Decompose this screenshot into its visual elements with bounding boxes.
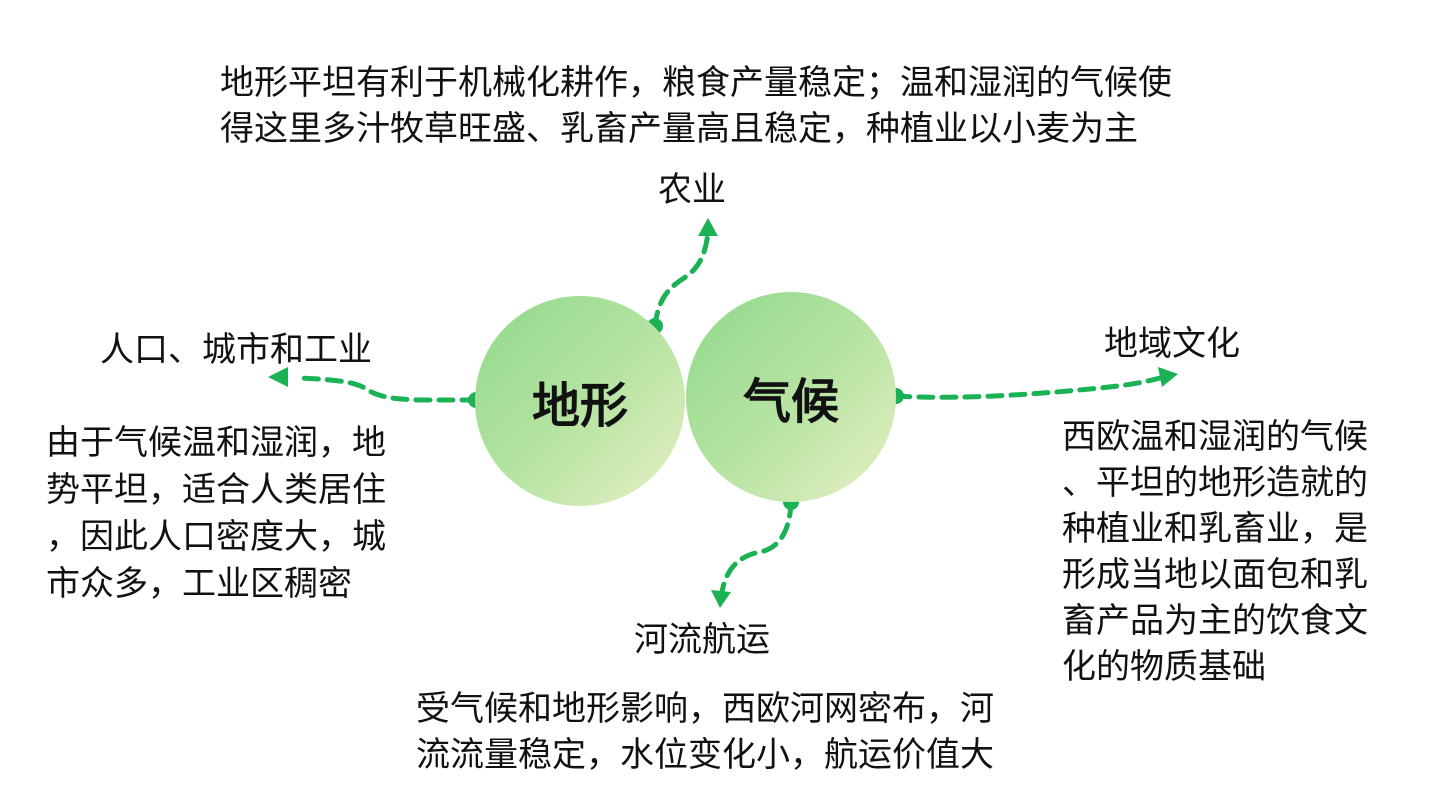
population-label: 人口、城市和工业 — [100, 330, 372, 370]
terrain-factor-circle: 地形 — [475, 296, 685, 506]
connector-climate-culture — [893, 375, 1163, 400]
agriculture-label: 农业 — [658, 170, 726, 210]
population-description: 由于气候温和湿润，地 势平坦，适合人类居住 ，因此人口密度大，城 市众多，工业区… — [46, 423, 386, 604]
arrowhead-culture — [1158, 367, 1178, 387]
connector-terrain-population — [297, 375, 479, 403]
climate-factor-label: 气候 — [742, 374, 839, 430]
terrain-factor-label: 地形 — [531, 378, 628, 434]
connector-terrain-agriculture — [652, 229, 711, 329]
agriculture-description: 地形平坦有利于机械化耕作，粮食产量稳定；温和湿润的气候使 得这里多汁牧草旺盛、乳… — [220, 63, 1172, 149]
river-description: 受气候和地形影响，西欧河网密布，河 流流量稳定，水位变化小，航运价值大 — [416, 689, 994, 775]
climate-factor-circle: 气候 — [686, 292, 896, 502]
river-label: 河流航运 — [634, 620, 770, 660]
arrowhead-river — [711, 590, 731, 608]
culture-label: 地域文化 — [1104, 324, 1240, 364]
culture-description: 西欧温和湿润的气候 、平坦的地形造就的 种植业和乳畜业，是 形成当地以面包和乳 … — [1062, 417, 1368, 687]
connector-climate-river — [719, 499, 794, 595]
arrowhead-agriculture — [698, 218, 718, 236]
arrowhead-population — [268, 367, 288, 387]
